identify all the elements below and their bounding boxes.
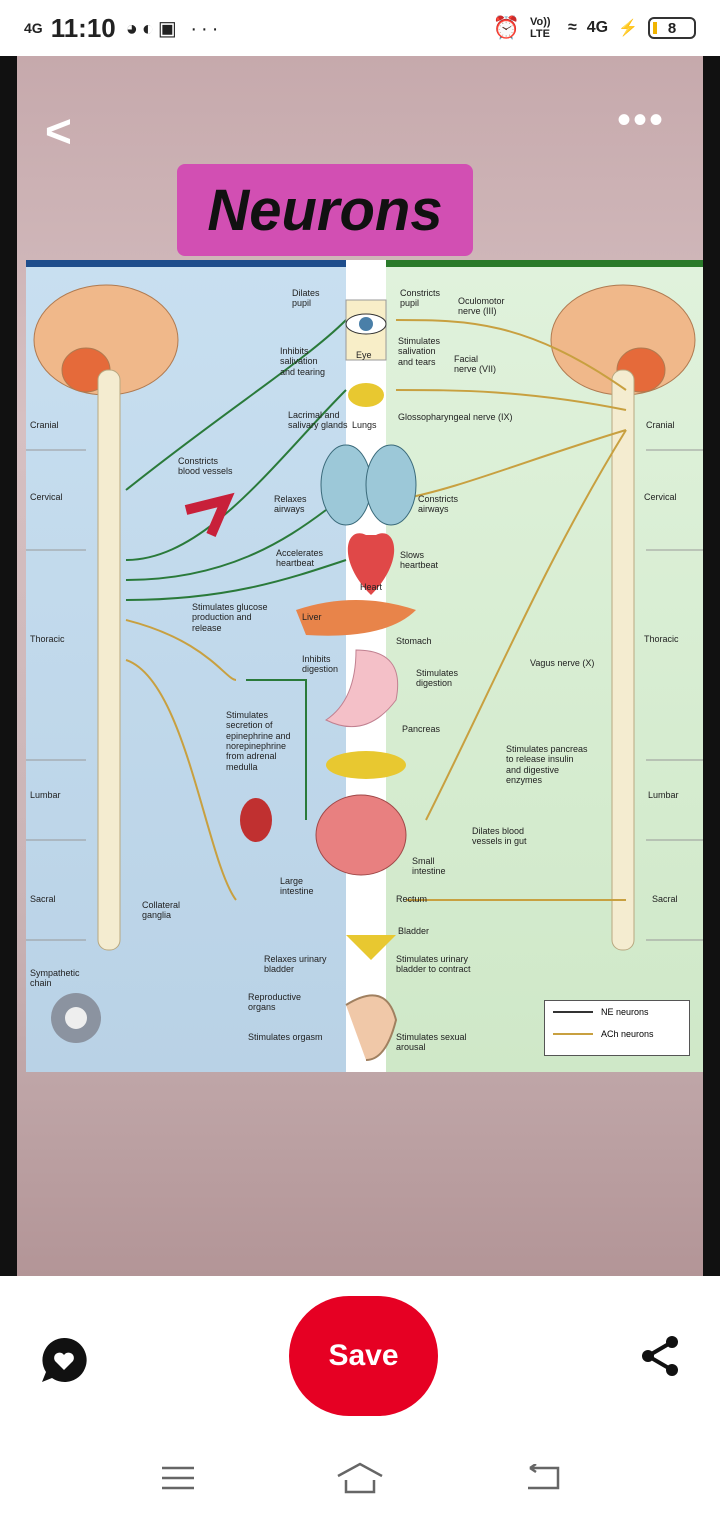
label-stimulates-digestion: Stimulates digestion <box>416 668 459 689</box>
label-stimulates-salivation: Stimulates salivation and tears <box>398 336 441 367</box>
sympathetic-header <box>26 260 346 267</box>
legend: NE neurons ACh neurons <box>544 1000 690 1056</box>
spinal-cord-right <box>611 369 635 951</box>
parasympathetic-panel <box>386 260 703 1072</box>
label-dilates-gut: Dilates blood vessels in gut <box>472 826 527 847</box>
back-icon[interactable] <box>524 1464 560 1492</box>
home-icon[interactable] <box>336 1462 384 1494</box>
blood-vessel <box>184 492 235 537</box>
pin-title-banner: Neurons <box>177 164 473 256</box>
label-large-intestine: Large intestine <box>280 876 314 897</box>
label-pancreas: Pancreas <box>402 724 441 734</box>
salivary-glands <box>348 383 384 407</box>
label-rectum: Rectum <box>396 894 428 904</box>
notification-icons: ◕◐▣ ··· <box>125 17 223 40</box>
label-sacral-left: Sacral <box>30 894 56 904</box>
status-bar: 4G 11:10 ◕◐▣ ··· ⏰ Vo)) LTE ≈ 4G ⚡ 8 <box>0 0 720 56</box>
label-accelerates: Accelerates heartbeat <box>276 548 324 569</box>
charging-icon: ⚡ <box>618 20 638 37</box>
label-vagus: Vagus nerve (X) <box>530 658 595 668</box>
label-cranial-right: Cranial <box>646 420 675 430</box>
label-slows: Slows heartbeat <box>400 550 439 571</box>
label-lumbar-left: Lumbar <box>30 790 61 800</box>
spinal-cord-left <box>97 369 121 951</box>
edge-right <box>703 56 720 1276</box>
label-dilates-pupil: Dilates pupil <box>292 288 320 309</box>
label-constricts-pupil: Constricts pupil <box>400 288 441 309</box>
adrenal-kidney <box>240 798 272 842</box>
back-button[interactable]: < <box>45 105 72 157</box>
label-relaxes-bladder: Relaxes urinary bladder <box>264 954 327 975</box>
label-orgasm: Stimulates orgasm <box>248 1032 323 1042</box>
legend-item: ACh neurons <box>545 1023 689 1045</box>
label-arousal: Stimulates sexual arousal <box>396 1032 467 1053</box>
pin-image[interactable]: < ••• Neurons Cranial <box>17 56 703 1276</box>
eye <box>345 299 387 361</box>
parasympathetic-header <box>386 260 703 267</box>
bladder <box>346 935 396 960</box>
label-lungs: Lungs <box>352 420 377 430</box>
wifi-icon: ≈ <box>567 19 577 36</box>
label-collateral-ganglia: Collateral ganglia <box>142 900 181 921</box>
label-constricts-airways: Constricts airways <box>418 494 459 515</box>
action-bar: Save <box>0 1276 720 1436</box>
nervous-system-diagram: Cranial Cervical Thoracic Lumbar Sacral … <box>26 260 703 1072</box>
reproductive-organ <box>345 994 398 1061</box>
label-liver: Liver <box>302 612 322 622</box>
label-thoracic-right: Thoracic <box>644 634 679 644</box>
label-heart: Heart <box>360 582 383 592</box>
label-glucose: Stimulates glucose production and releas… <box>192 602 268 633</box>
label-cranial-left: Cranial <box>30 420 59 430</box>
label-inhibits-digestion: Inhibits digestion <box>302 654 339 675</box>
clock: 11:10 <box>50 12 116 43</box>
network-indicator: 4G <box>24 20 43 36</box>
label-thoracic-left: Thoracic <box>30 634 65 644</box>
heart <box>347 533 395 595</box>
more-options-button[interactable]: ••• <box>616 98 665 142</box>
label-lumbar-right: Lumbar <box>648 790 679 800</box>
label-constricts-vessels: Constricts blood vessels <box>178 456 233 477</box>
label-cervical-left: Cervical <box>30 492 63 502</box>
intestines <box>315 794 407 876</box>
label-stim-pancreas: Stimulates pancreas to release insulin a… <box>506 744 588 786</box>
label-reproductive: Reproductive organs <box>248 992 302 1013</box>
pancreas <box>326 751 406 779</box>
sympathetic-panel <box>26 260 346 1072</box>
label-relaxes-airways: Relaxes airways <box>274 494 307 515</box>
visual-search-button[interactable] <box>51 993 101 1043</box>
share-icon[interactable] <box>638 1334 682 1378</box>
user-icon <box>65 1007 87 1029</box>
system-nav-bar <box>0 1436 720 1520</box>
label-oculomotor: Oculomotor nerve (III) <box>458 296 505 317</box>
label-small-intestine: Small intestine <box>412 856 446 877</box>
label-stomach: Stomach <box>396 636 432 646</box>
lungs <box>320 444 417 526</box>
label-sacral-right: Sacral <box>652 894 678 904</box>
legend-item: NE neurons <box>545 1001 689 1023</box>
label-cervical-right: Cervical <box>644 492 677 502</box>
label-sympathetic-chain: Sympathetic chain <box>30 968 80 989</box>
label-epinephrine: Stimulates secretion of epinephrine and … <box>226 710 291 772</box>
label-inhibits-salivation: Inhibits salivation and tearing <box>280 346 326 377</box>
label-glossopharyngeal: Glossopharyngeal nerve (IX) <box>398 412 513 422</box>
diagram-artwork <box>26 284 703 1061</box>
alarm-icon: ⏰ <box>492 15 520 40</box>
label-lacrimal: Lacrimal and salivary glands <box>288 410 348 431</box>
menu-icon[interactable] <box>160 1464 196 1492</box>
label-stim-bladder: Stimulates urinary bladder to contract <box>396 954 471 975</box>
data-indicator: 4G <box>586 19 609 36</box>
volte-indicator: Vo)) LTE <box>529 16 551 40</box>
label-eye: Eye <box>356 350 372 360</box>
save-button[interactable]: Save <box>289 1296 438 1416</box>
label-facial-nerve: Facial nerve (VII) <box>454 354 497 375</box>
edge-left <box>0 56 17 1276</box>
comment-heart-icon[interactable] <box>40 1336 88 1384</box>
liver <box>296 600 416 636</box>
stomach <box>325 649 399 728</box>
battery-indicator: 8 <box>648 17 696 39</box>
label-bladder: Bladder <box>398 926 430 936</box>
